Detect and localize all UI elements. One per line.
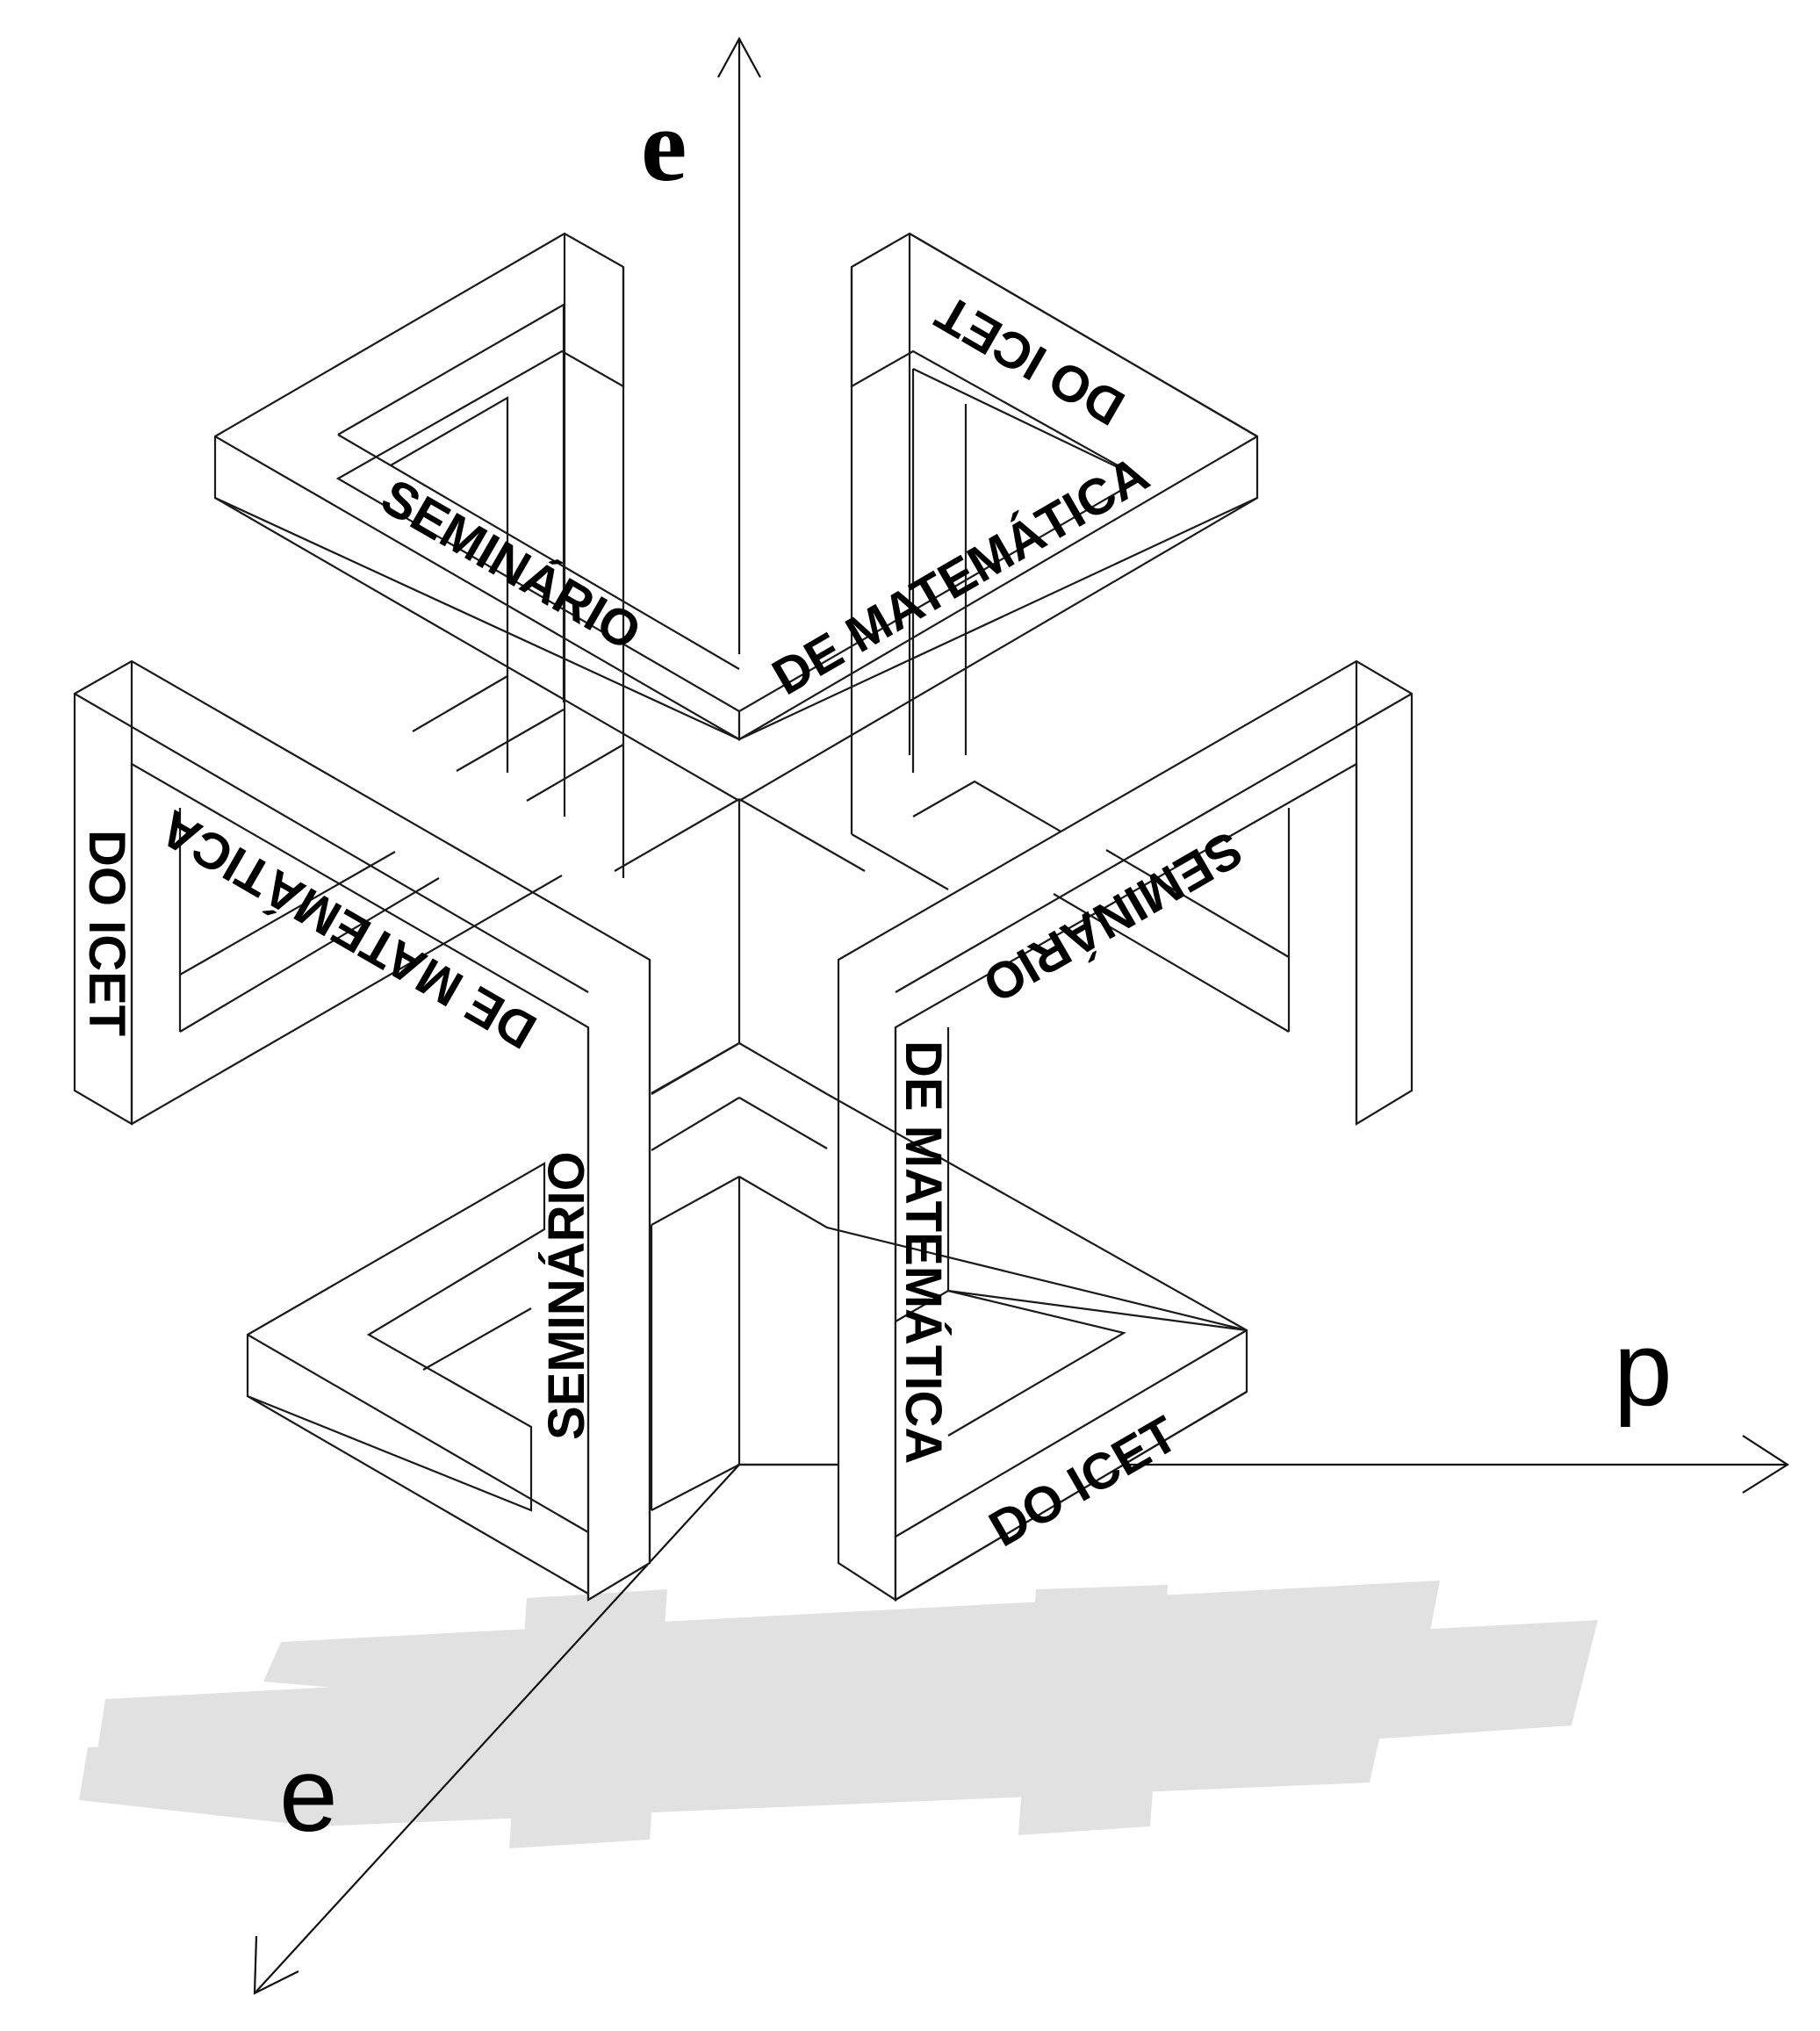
bracket-bottom-right	[738, 1093, 1248, 1602]
bracket-bottom-left	[246, 1042, 740, 1595]
axis-labels: e p e	[279, 88, 1673, 1854]
axis-label-vertical: e	[641, 88, 687, 203]
band-text-de-matematica-top: DE MATEMÁTICA	[763, 445, 1158, 706]
bracket-top-right	[737, 232, 1259, 890]
axis-label-horizontal: p	[1614, 1310, 1673, 1428]
band-text-de-matematica-right: DE MATEMÁTICA	[895, 1041, 952, 1464]
axis-label-diagonal: e	[279, 1736, 338, 1854]
bracket-left	[73, 659, 651, 1602]
bracket-top-left	[213, 232, 741, 878]
band-text-do-icet-left: DO ICET	[78, 830, 135, 1036]
ground-shadow	[79, 1581, 1598, 1848]
band-text-seminario-bottom: SEMINÁRIO	[538, 1151, 595, 1440]
